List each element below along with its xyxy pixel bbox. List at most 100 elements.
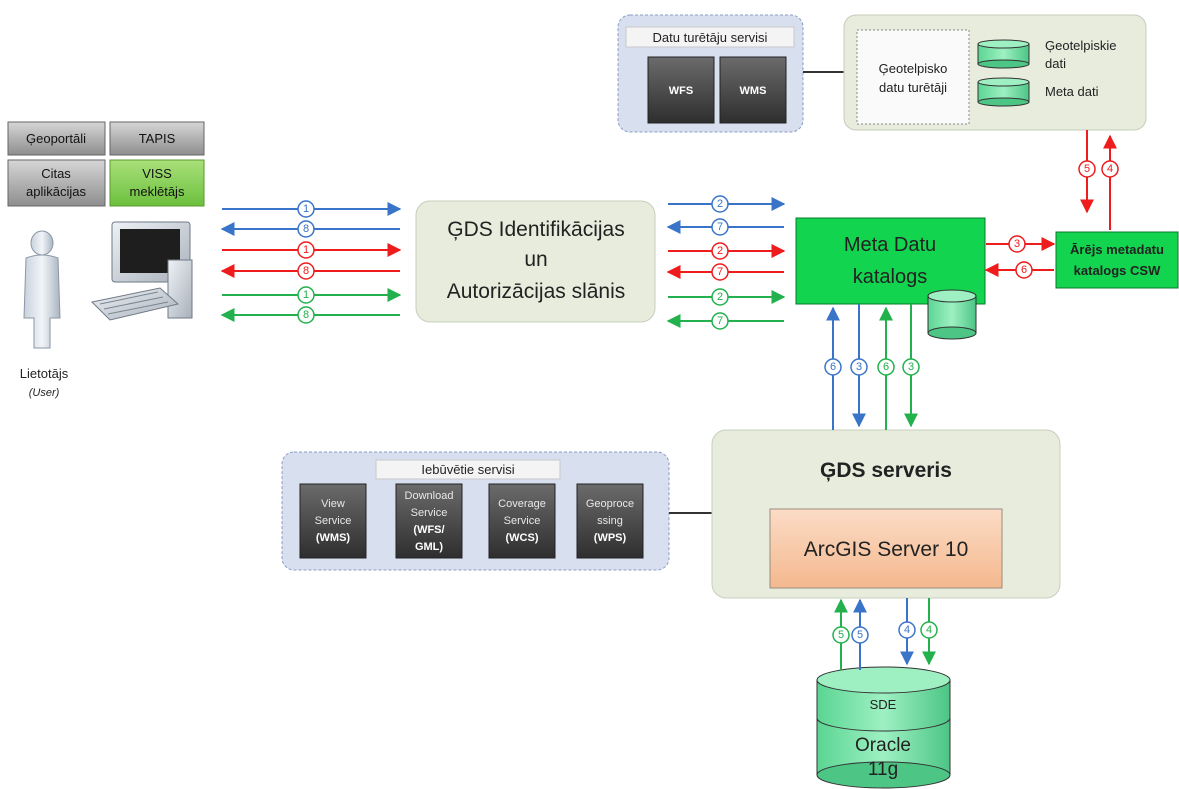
svg-text:5: 5 — [857, 629, 863, 641]
svg-text:2: 2 — [717, 198, 723, 210]
svg-text:Service: Service — [315, 515, 352, 527]
svg-text:ĢDS serveris: ĢDS serveris — [820, 459, 952, 482]
step-badge-7: 7 — [711, 263, 729, 281]
app-geoportali: Ģeoportāli — [7, 121, 106, 156]
auth-layer-box: ĢDS Identifikācijas un Autorizācijas slā… — [415, 200, 656, 323]
wfs-box: WFS — [669, 85, 693, 97]
svg-text:Datu turētāju servisi: Datu turētāju servisi — [653, 30, 768, 45]
svg-text:Service: Service — [504, 515, 541, 527]
step-badge-8: 8 — [297, 220, 315, 238]
svg-text:SDE: SDE — [870, 697, 897, 712]
svg-text:TAPIS: TAPIS — [139, 131, 176, 146]
svg-text:un: un — [524, 248, 547, 271]
data-holder-services-panel: Datu turētāju servisi WFS WMS — [617, 14, 804, 133]
svg-text:(WPS): (WPS) — [594, 532, 627, 544]
svg-text:datu turētāji: datu turētāji — [879, 80, 947, 95]
svg-text:8: 8 — [303, 223, 309, 235]
svg-text:1: 1 — [303, 203, 309, 215]
user-sublabel: (User) — [29, 387, 60, 399]
svg-text:1: 1 — [303, 244, 309, 256]
svg-text:3: 3 — [856, 361, 862, 373]
step-badge-2: 2 — [711, 195, 729, 213]
step-badge-7: 7 — [711, 312, 729, 330]
svg-text:(WCS): (WCS) — [506, 532, 539, 544]
computer-icon — [90, 221, 193, 321]
database-icon — [977, 39, 1030, 69]
step-badge-5: 5 — [832, 626, 850, 644]
svg-text:4: 4 — [904, 624, 910, 636]
svg-text:6: 6 — [830, 361, 836, 373]
step-badges: 1 8 1 8 1 8 2 7 2 7 2 7 3 6 5 4 6 3 6 3 … — [297, 160, 1119, 644]
step-badge-3: 3 — [1008, 235, 1026, 253]
svg-text:Ģeotelpisko: Ģeotelpisko — [879, 61, 948, 76]
svg-text:dati: dati — [1045, 56, 1066, 71]
svg-text:View: View — [321, 498, 345, 510]
step-badge-3: 3 — [850, 358, 868, 376]
svg-text:6: 6 — [883, 361, 889, 373]
svg-text:Iebūvētie servisi: Iebūvētie servisi — [421, 462, 514, 477]
svg-text:Autorizācijas slānis: Autorizācijas slānis — [447, 280, 626, 303]
app-viss-mekletajs: VISS meklētājs — [109, 159, 205, 207]
step-badge-1: 1 — [297, 241, 315, 259]
svg-text:Geoproce: Geoproce — [586, 498, 634, 510]
step-badge-4: 4 — [898, 621, 916, 639]
arcgis-server-label: ArcGIS Server 10 — [804, 538, 969, 561]
svg-text:Citas: Citas — [41, 166, 71, 181]
svg-text:Service: Service — [411, 507, 448, 519]
step-badge-5: 5 — [851, 626, 869, 644]
database-icon — [977, 77, 1030, 107]
svg-text:2: 2 — [717, 291, 723, 303]
svg-text:GML): GML) — [415, 541, 443, 553]
app-tapis: TAPIS — [109, 121, 205, 156]
step-badge-1: 1 — [297, 286, 315, 304]
svg-text:3: 3 — [908, 361, 914, 373]
svg-text:aplikācijas: aplikācijas — [26, 184, 86, 199]
step-badge-2: 2 — [711, 288, 729, 306]
geo-data-holders-panel: Ģeotelpisko datu turētāji Ģeotelpiskie d… — [843, 14, 1147, 131]
svg-text:7: 7 — [717, 221, 723, 233]
svg-text:katalogs: katalogs — [853, 266, 928, 288]
external-csw-catalog-box: Ārējs metadatu katalogs CSW — [1055, 231, 1179, 289]
oracle-database-icon: SDE Oracle 11g — [816, 666, 951, 789]
app-citas-aplikacijas: Citas aplikācijas — [7, 159, 106, 207]
service-coverage-wcs: Coverage Service (WCS) — [488, 483, 556, 559]
step-badge-8: 8 — [297, 306, 315, 324]
step-badge-6: 6 — [877, 358, 895, 376]
svg-text:7: 7 — [717, 266, 723, 278]
svg-text:1: 1 — [303, 289, 309, 301]
svg-text:meklētājs: meklētājs — [130, 184, 185, 199]
svg-text:Download: Download — [405, 490, 454, 502]
service-view-wms: View Service (WMS) — [299, 483, 367, 559]
svg-text:ssing: ssing — [597, 515, 623, 527]
wms-box: WMS — [740, 85, 767, 97]
step-badge-4: 4 — [1101, 160, 1119, 178]
step-badge-2: 2 — [711, 242, 729, 260]
svg-text:katalogs CSW: katalogs CSW — [1074, 263, 1161, 278]
svg-text:6: 6 — [1021, 264, 1027, 276]
svg-text:7: 7 — [717, 315, 723, 327]
svg-text:5: 5 — [1084, 163, 1090, 175]
step-badge-6: 6 — [824, 358, 842, 376]
svg-text:11g: 11g — [868, 759, 898, 780]
svg-text:Coverage: Coverage — [498, 498, 546, 510]
step-badge-3: 3 — [902, 358, 920, 376]
svg-text:3: 3 — [1014, 238, 1020, 250]
user-label: Lietotājs — [20, 366, 69, 381]
step-badge-8: 8 — [297, 262, 315, 280]
svg-text:4: 4 — [1107, 163, 1113, 175]
person-icon — [23, 230, 61, 349]
builtin-services-panel: Iebūvētie servisi — [281, 451, 670, 571]
svg-text:Meta dati: Meta dati — [1045, 84, 1099, 99]
svg-text:5: 5 — [838, 629, 844, 641]
gds-server-box: ĢDS serveris ArcGIS Server 10 — [711, 429, 1061, 599]
svg-text:8: 8 — [303, 309, 309, 321]
svg-text:(WFS/: (WFS/ — [413, 524, 444, 536]
svg-text:4: 4 — [926, 624, 932, 636]
svg-text:Ģeotelpiskie: Ģeotelpiskie — [1045, 38, 1117, 53]
svg-text:ĢDS Identifikācijas: ĢDS Identifikācijas — [447, 218, 624, 241]
svg-text:Oracle: Oracle — [855, 735, 911, 756]
svg-text:Meta Datu: Meta Datu — [844, 234, 936, 256]
step-badge-6: 6 — [1015, 261, 1033, 279]
catalog-database-icon — [927, 289, 977, 340]
